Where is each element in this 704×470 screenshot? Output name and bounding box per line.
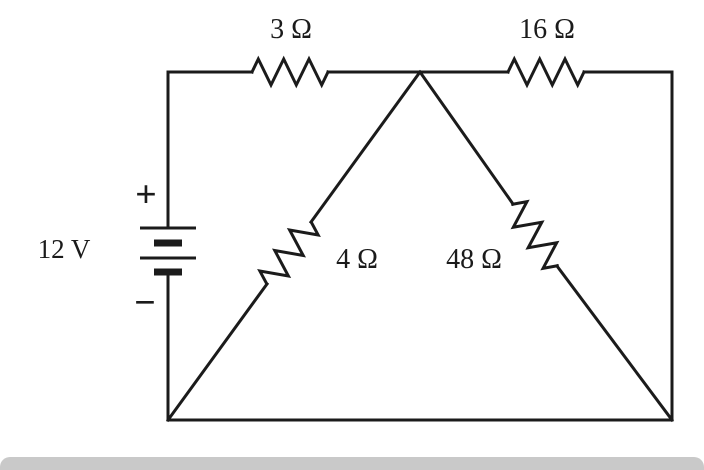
battery-symbol (140, 226, 196, 276)
label-resistor-16ohm: 16 Ω (519, 14, 575, 45)
label-resistor-3ohm: 3 Ω (270, 14, 312, 45)
wire-diagonal-left-lower (165, 281, 270, 423)
circuit-wiring (165, 57, 675, 423)
label-battery-minus: − (134, 282, 156, 324)
label-resistor-4ohm: 4 Ω (336, 244, 378, 275)
resistor-4ohm-symbol (254, 213, 324, 293)
label-battery-plus: + (135, 174, 157, 216)
label-battery-voltage: 12 V (38, 234, 91, 264)
wire-diagonal-right-lower (554, 263, 675, 423)
label-resistor-48ohm: 48 Ω (446, 244, 502, 275)
wire-diagonal-left-upper (308, 69, 423, 225)
resistor-48ohm-symbol (500, 195, 570, 275)
resistor-3ohm-symbol (250, 57, 330, 87)
wire-diagonal-right-upper (417, 69, 516, 207)
page-bottom-edge (0, 457, 704, 470)
resistor-16ohm-symbol (506, 57, 586, 87)
